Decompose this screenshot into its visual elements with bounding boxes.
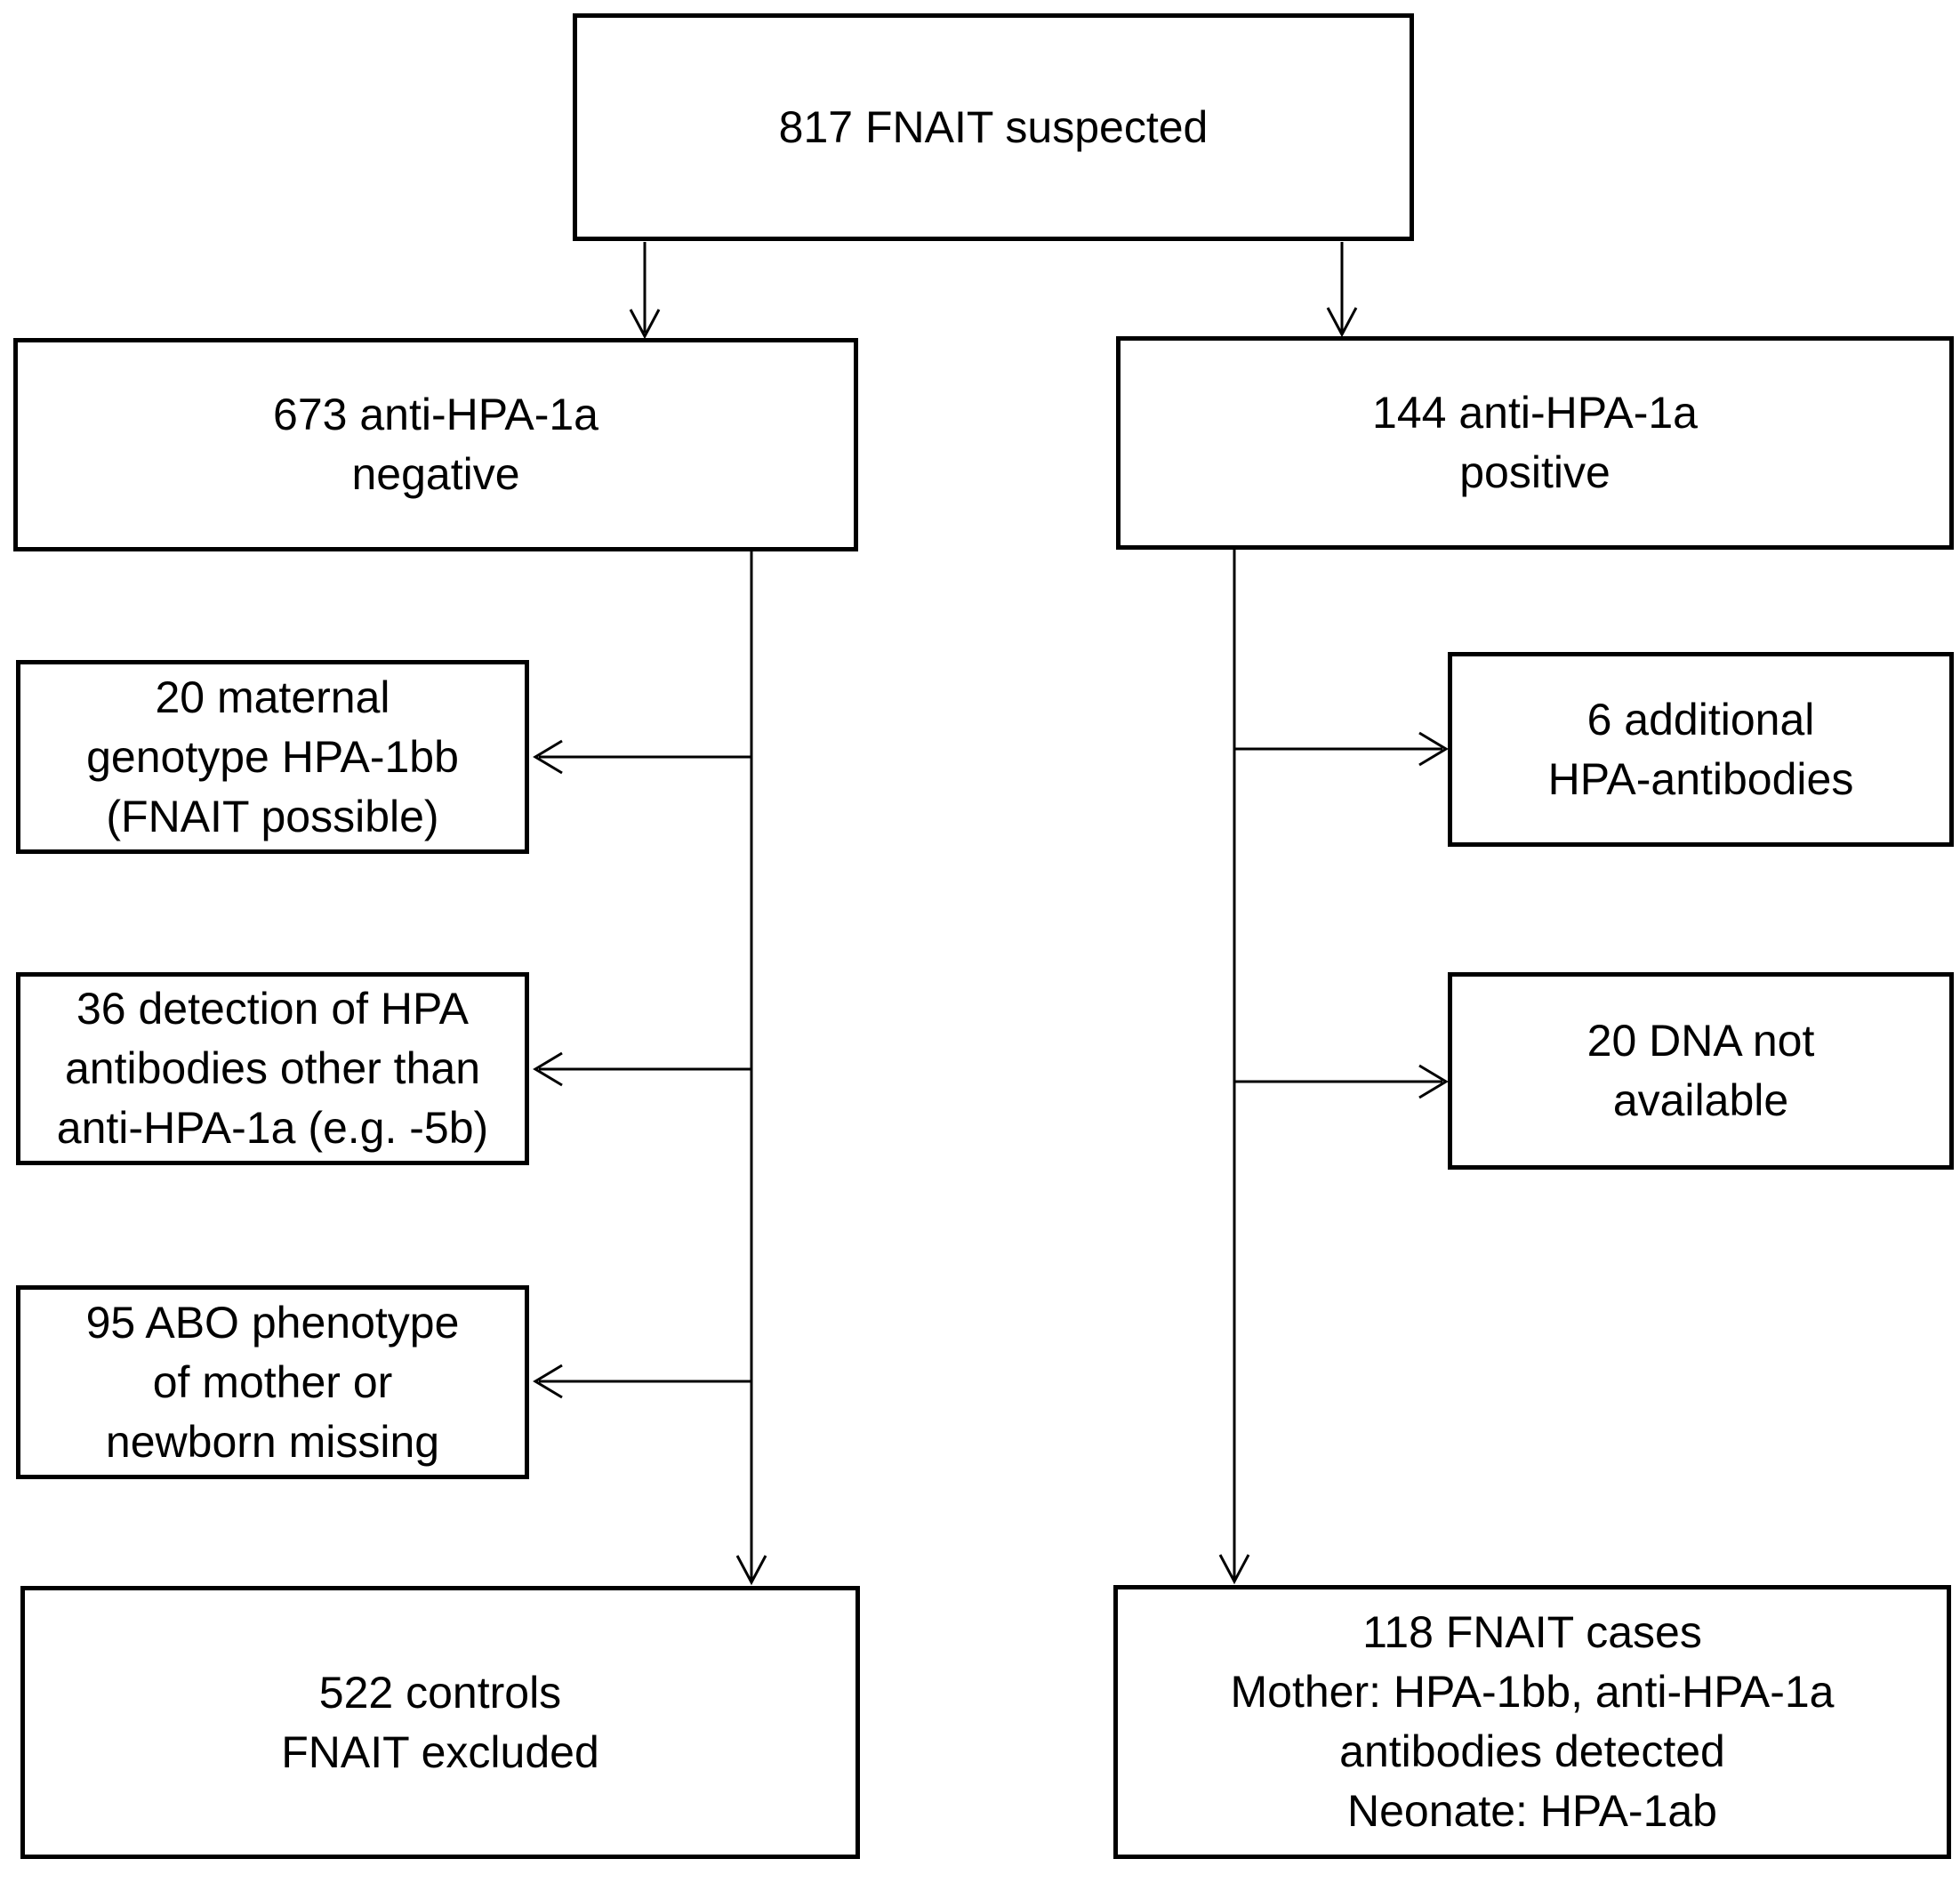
node-additional-hpa-antibodies: 6 additional HPA-antibodies bbox=[1448, 652, 1954, 847]
node-text-line: 95 ABO phenotype bbox=[85, 1297, 460, 1348]
node-text-line: HPA-antibodies bbox=[1547, 753, 1854, 804]
node-text-line: newborn missing bbox=[105, 1416, 440, 1467]
node-text-line: 817 FNAIT suspected bbox=[778, 101, 1209, 152]
node-text-line: anti-HPA-1a (e.g. -5b) bbox=[56, 1103, 489, 1153]
line-positive-to-cases-head bbox=[1218, 1554, 1250, 1585]
node-abo-phenotype-missing: 95 ABO phenotype of mother or newborn mi… bbox=[16, 1285, 529, 1479]
arrow-to-dna-not-available-head bbox=[1418, 1064, 1449, 1099]
node-text-line: 6 additional bbox=[1586, 694, 1815, 744]
node-text-line: 20 maternal bbox=[155, 672, 390, 722]
node-text-line: antibodies other than bbox=[64, 1043, 481, 1093]
node-text-line: 36 detection of HPA bbox=[76, 984, 469, 1034]
node-text-line: 144 anti-HPA-1a bbox=[1372, 388, 1698, 438]
arrow-to-additional-hpa-head bbox=[1418, 731, 1449, 767]
node-text-line: Neonate: HPA-1ab bbox=[1347, 1786, 1717, 1836]
arrow-root-to-positive-head bbox=[1326, 307, 1358, 338]
node-text-line: negative bbox=[351, 449, 520, 499]
node-hpa-antibodies-other: 36 detection of HPA antibodies other tha… bbox=[16, 972, 529, 1165]
node-text-line: antibodies detected bbox=[1339, 1726, 1725, 1776]
node-text-line: positive bbox=[1459, 447, 1611, 497]
arrow-root-to-negative-head bbox=[629, 309, 661, 340]
node-text-line: 20 DNA not bbox=[1586, 1016, 1815, 1066]
arrow-to-abo-missing-head bbox=[533, 1364, 563, 1399]
node-text-line: genotype HPA-1bb bbox=[86, 731, 459, 782]
arrow-to-other-antibodies-head bbox=[533, 1051, 563, 1087]
node-text-line: of mother or bbox=[152, 1356, 393, 1407]
arrow-to-maternal-genotype-head bbox=[533, 739, 563, 775]
node-text-line: 673 anti-HPA-1a bbox=[273, 390, 598, 439]
node-fnait-cases: 118 FNAIT cases Mother: HPA-1bb, anti-HP… bbox=[1113, 1585, 1951, 1859]
node-dna-not-available: 20 DNA not available bbox=[1448, 972, 1954, 1170]
node-text-line: 522 controls bbox=[318, 1667, 562, 1718]
node-maternal-genotype-hpa1bb: 20 maternal genotype HPA-1bb (FNAIT poss… bbox=[16, 660, 529, 854]
line-negative-to-controls-head bbox=[735, 1555, 767, 1586]
node-text-line: FNAIT excluded bbox=[281, 1726, 599, 1777]
node-text-line: available bbox=[1612, 1075, 1789, 1125]
node-text-line: Mother: HPA-1bb, anti-HPA-1a bbox=[1230, 1667, 1835, 1717]
node-controls-fnait-excluded: 522 controls FNAIT excluded bbox=[20, 1586, 860, 1859]
node-text-line: (FNAIT possible) bbox=[106, 791, 439, 841]
node-text-line: 118 FNAIT cases bbox=[1362, 1607, 1702, 1657]
node-anti-hpa1a-positive: 144 anti-HPA-1a positive bbox=[1116, 336, 1954, 550]
node-anti-hpa1a-negative: 673 anti-HPA-1a negative bbox=[13, 338, 858, 551]
node-fnait-suspected: 817 FNAIT suspected bbox=[573, 13, 1414, 241]
